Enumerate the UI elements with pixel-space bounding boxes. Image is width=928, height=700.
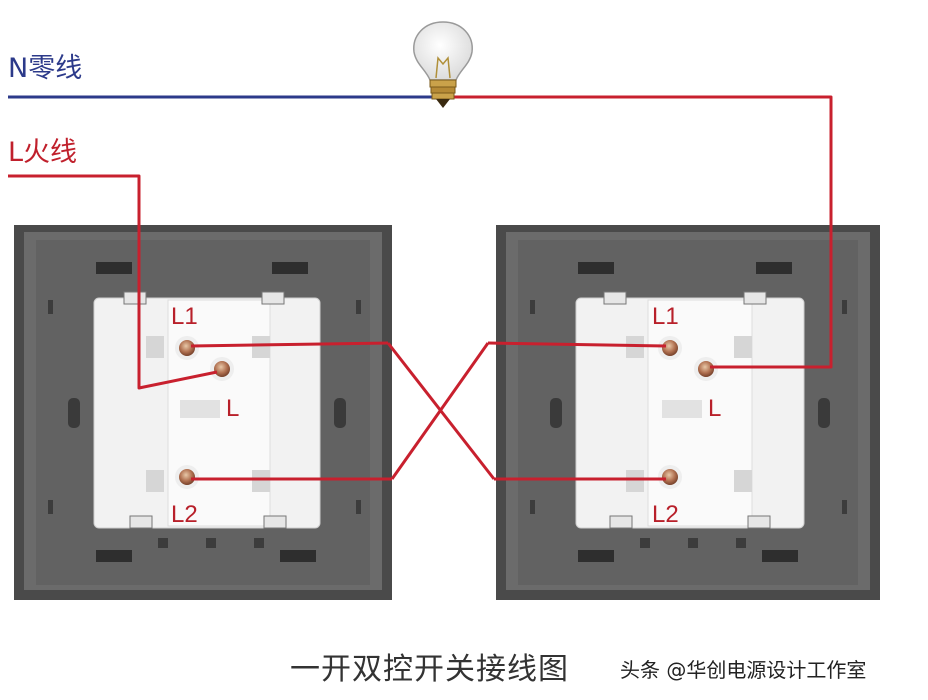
cross-wire-b <box>390 342 490 480</box>
lamp-return-wire <box>446 95 833 369</box>
diagram-caption: 一开双控开关接线图 <box>290 652 569 687</box>
left-l-label: L <box>226 395 239 422</box>
left-l1-label: L1 <box>171 303 198 330</box>
right-l1-label: L1 <box>652 303 679 330</box>
wires <box>8 95 833 481</box>
right-l2-label: L2 <box>652 501 679 528</box>
right-l-screw <box>694 357 718 381</box>
watermark: 头条 @华创电源设计工作室 <box>620 658 867 682</box>
right-switch: L1 L L2 <box>496 225 880 600</box>
left-l2-screw <box>175 465 199 489</box>
neutral-wire-label: N零线 <box>8 53 83 84</box>
l1-wire-right <box>487 341 667 348</box>
left-l-screw <box>210 357 234 381</box>
right-l1-screw <box>658 336 682 360</box>
live-wire <box>8 174 218 390</box>
l1-wire-left <box>190 341 389 348</box>
right-l2-screw <box>658 465 682 489</box>
right-l-label: L <box>708 395 721 422</box>
left-switch: L1 L L2 <box>14 225 392 600</box>
left-l1-screw <box>175 336 199 360</box>
live-wire-label: L火线 <box>8 137 78 168</box>
left-l2-label: L2 <box>171 501 198 528</box>
light-bulb-icon <box>413 21 473 108</box>
